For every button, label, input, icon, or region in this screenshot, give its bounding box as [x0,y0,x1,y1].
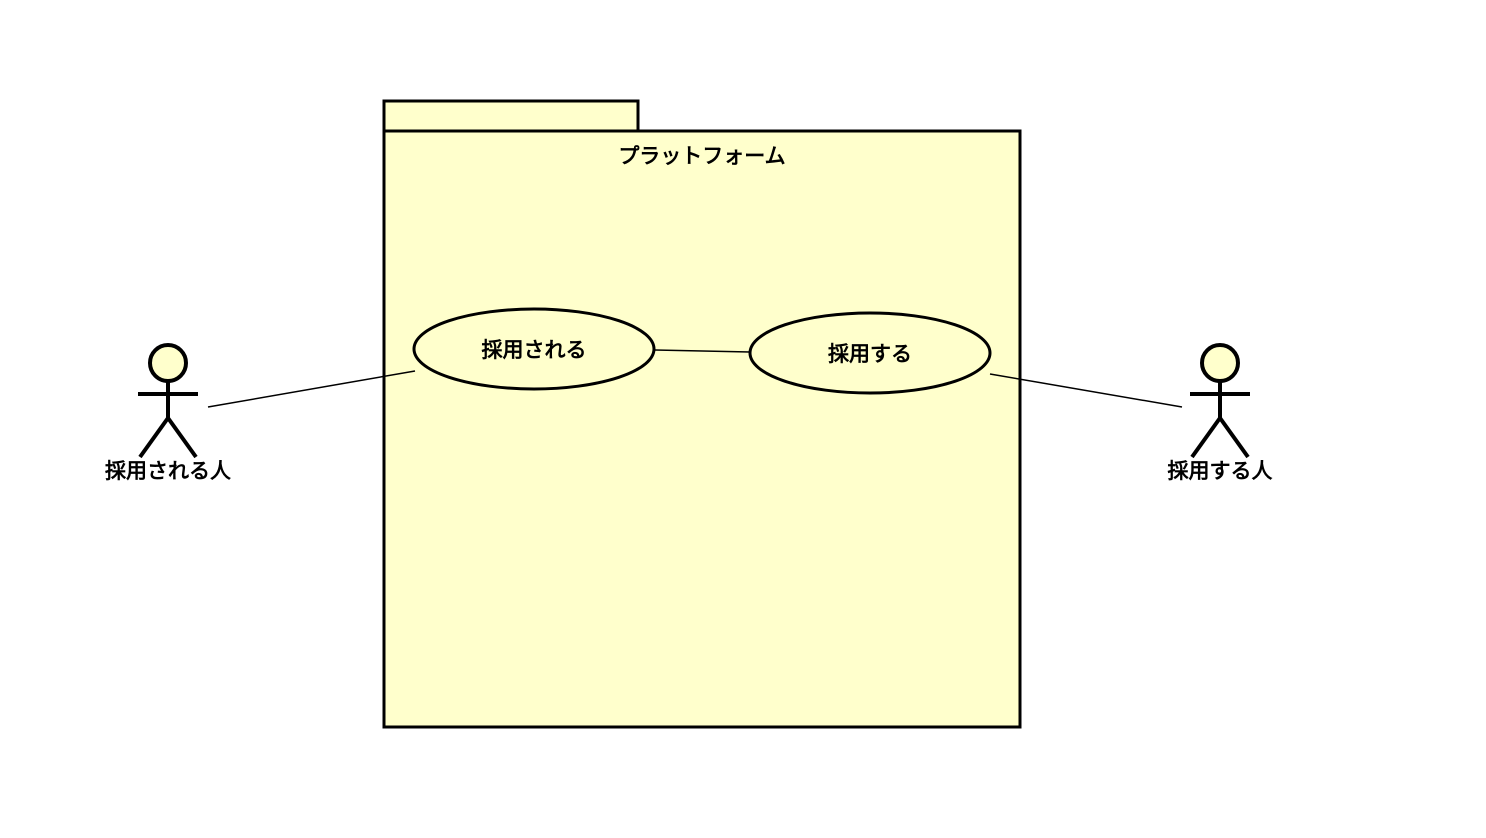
use-case-label: 採用する [828,342,912,366]
use-case-being-hired[interactable]: 採用される [412,307,656,391]
association-usecase1-usecase2 [654,349,751,353]
stick-figure-icon [1190,343,1250,459]
actor-recruiter[interactable]: 採用する人 [1168,343,1273,483]
stick-figure-icon [138,343,198,459]
use-case-hiring[interactable]: 採用する [748,311,992,395]
actor-label: 採用される人 [105,459,231,483]
package-platform[interactable]: プラットフォーム [382,99,1022,729]
actor-label: 採用する人 [1168,459,1273,483]
package-body [382,129,1022,729]
package-title: プラットフォーム [618,144,785,168]
use-case-label: 採用される [482,338,587,362]
association-usecase2-actor2 [989,373,1183,408]
package-tab [382,99,640,133]
actor-candidate[interactable]: 採用される人 [105,343,231,483]
association-actor1-usecase1 [207,370,416,408]
